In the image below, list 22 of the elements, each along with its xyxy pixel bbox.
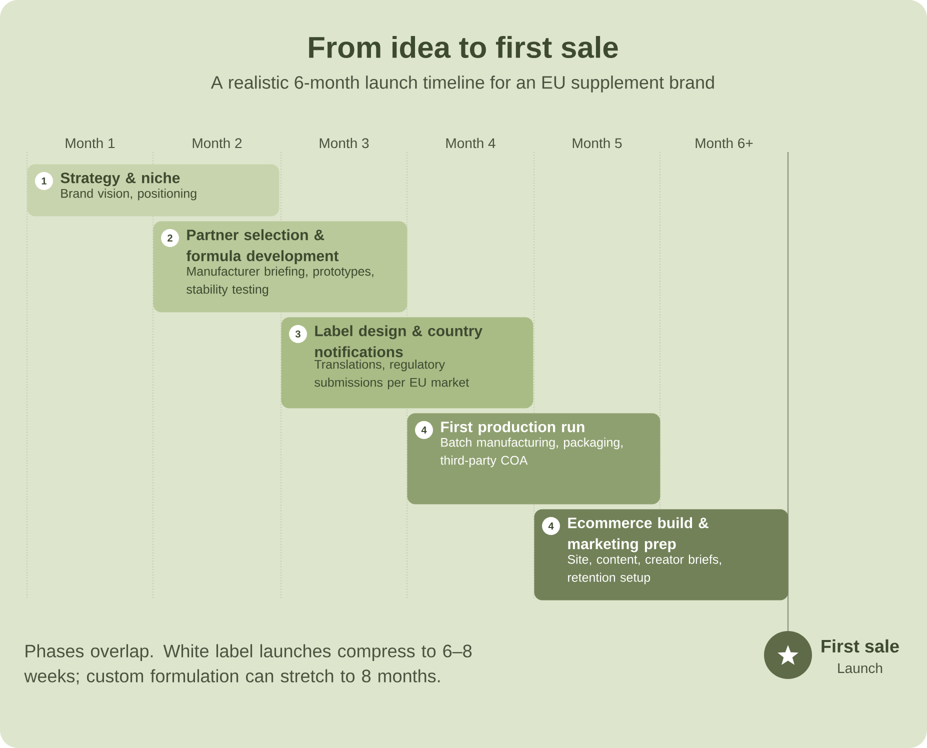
month-label: Month 6+ [696,138,753,148]
phase-box: 2 Partner selection & formula development Manufacturer briefing, prototypes, stability testing [153,221,408,312]
step-badge: 4 [542,517,560,535]
footnote: Phases overlap. White label launches compress to 6–8 weeks; custom formulation can stretch to 8 months. [24,644,472,685]
month-label: Month 4 [446,138,496,148]
milestone-marker [764,631,812,679]
phase-box: 4 First production run Batch manufacturing, packaging, third-party COA [407,413,660,504]
month-label: Month 2 [192,138,242,148]
phase-box: 3 Label design & country notifications Translations, regulatory submissions per EU market [281,317,534,408]
step-badge: 3 [289,325,307,343]
step-badge: 2 [161,229,179,247]
phase-box: 1 Strategy & niche Brand vision, positioning [27,164,280,216]
milestone-title: First sale [822,639,899,653]
step-badge: 4 [415,421,433,439]
month-label: Month 3 [320,138,369,148]
month-label: Month 5 [572,138,622,148]
phase-box: 4 Ecommerce build & marketing prep Site, content, creator briefs, retention setup [534,509,788,600]
step-badge: 1 [35,172,53,190]
subtitle: A realistic 6-month launch timeline for an EU supplement brand [210,76,714,92]
milestone-note: Launch [838,662,882,674]
title: From idea to first sale [309,36,618,58]
month-label: Month 1 [66,138,115,148]
